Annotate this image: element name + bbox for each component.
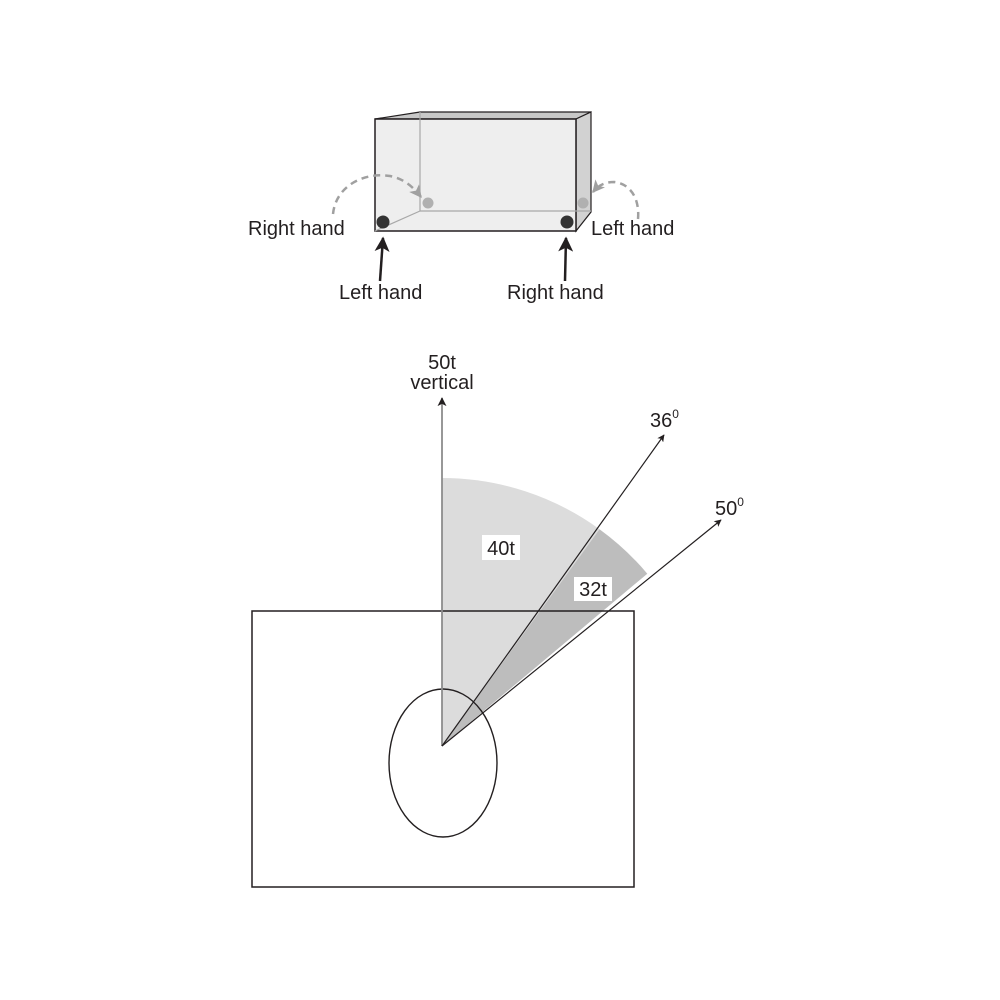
label-right-hand-left: Right hand xyxy=(248,218,345,240)
label-50-value: 50 xyxy=(715,498,737,520)
dashed-arc-right-arrow xyxy=(592,179,640,220)
label-right-hand-bottom: Right hand xyxy=(507,282,604,304)
footprint-ellipse xyxy=(388,688,498,838)
label-40t-background xyxy=(482,535,520,560)
label-50-degrees: 500 xyxy=(715,495,744,520)
label-vertical: vertical xyxy=(410,372,473,394)
front-right-grip-dot xyxy=(560,215,574,229)
label-50t: 50t xyxy=(428,352,456,374)
box-front-face xyxy=(374,118,577,232)
label-36-value: 36 xyxy=(650,410,672,432)
label-50-degree-sign: 0 xyxy=(737,495,744,509)
front-left-grip-dot xyxy=(376,215,390,229)
label-32t: 32t xyxy=(579,579,607,601)
box-side-face xyxy=(575,111,592,233)
box-top-face xyxy=(374,111,592,120)
angle-figure: 50t vertical 360 500 40t 32t xyxy=(251,352,744,888)
left-hand-arrow xyxy=(374,236,390,282)
label-40t: 40t xyxy=(487,538,515,560)
right-hand-arrow xyxy=(558,236,574,282)
footprint-rectangle xyxy=(251,610,635,888)
box-figure: Right hand Left hand Left hand Right han… xyxy=(248,111,674,304)
right-side-grip-dot xyxy=(577,197,589,209)
ray-50-degrees xyxy=(441,519,722,747)
dashed-arc-left-arrow xyxy=(331,174,422,215)
label-left-hand-bottom: Left hand xyxy=(339,282,422,304)
label-left-hand-right: Left hand xyxy=(591,218,674,240)
label-32t-background xyxy=(574,577,612,601)
label-36-degrees: 360 xyxy=(650,407,679,432)
label-36-degree-sign: 0 xyxy=(672,407,679,421)
back-left-grip-dot xyxy=(422,197,434,209)
ray-36-degrees xyxy=(441,434,665,747)
sector-0-36 xyxy=(442,478,600,746)
